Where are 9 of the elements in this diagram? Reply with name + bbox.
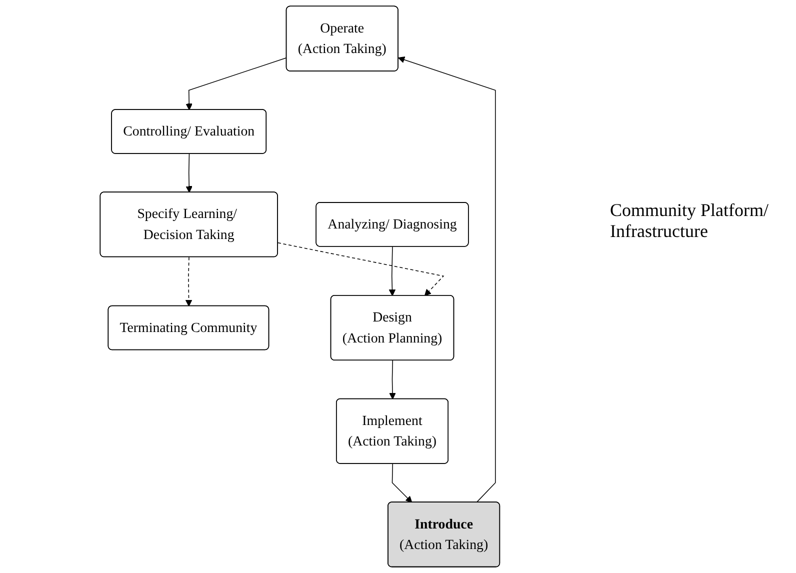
arrow	[185, 256, 192, 306]
note-text: Community Platform/ Infrastructure	[610, 200, 770, 242]
arrow	[392, 463, 412, 503]
arrow	[186, 153, 193, 193]
arrow	[186, 57, 288, 110]
arrow	[389, 360, 396, 400]
arrow	[278, 242, 444, 296]
arrow	[388, 246, 396, 296]
arrow	[398, 56, 496, 503]
